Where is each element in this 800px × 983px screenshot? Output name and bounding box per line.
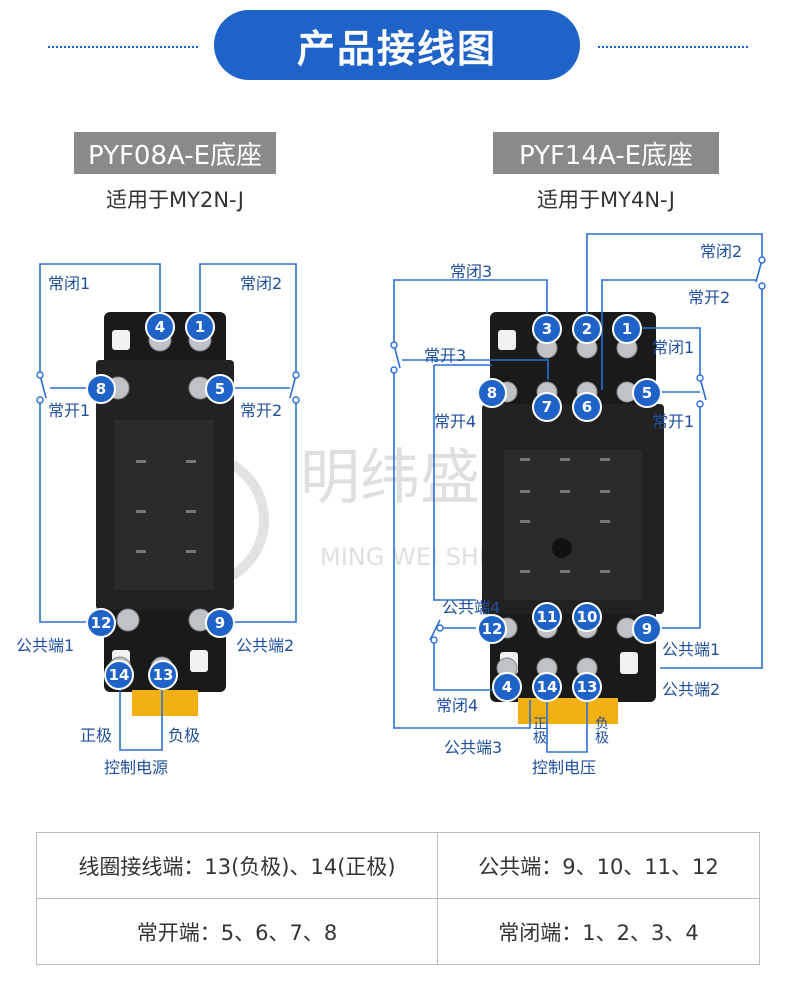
right-terminal-4: 4 — [492, 672, 522, 702]
terminal-summary-table: 线圈接线端：13(负极)、14(正极) 公共端：9、10、11、12 常开端：5… — [36, 832, 760, 965]
left-relay-base — [96, 312, 234, 716]
left-label-positive: 正极 — [80, 726, 113, 745]
right-terminal-6: 6 — [572, 392, 602, 422]
right-label-com3: 公共端3 — [444, 738, 503, 757]
right-terminal-14: 14 — [532, 672, 562, 702]
right-wires — [393, 233, 763, 753]
right-model-tag: PYF14A-E底座 — [493, 132, 719, 174]
left-terminal-4: 4 — [145, 312, 175, 342]
right-label-negative: 负极 — [593, 716, 609, 744]
left-label-power: 控制电源 — [104, 758, 169, 777]
header-divider-left — [48, 46, 198, 48]
table-cell-coil: 线圈接线端：13(负极)、14(正极) — [36, 832, 438, 899]
right-label-no2: 常开2 — [688, 288, 731, 307]
right-terminal-9: 9 — [632, 614, 662, 644]
right-label-positive: 正极 — [531, 716, 547, 744]
left-terminal-5: 5 — [205, 374, 235, 404]
right-label-no1: 常开1 — [652, 412, 695, 431]
left-label-no1: 常开1 — [48, 401, 91, 420]
right-label-nc3: 常闭3 — [450, 262, 493, 281]
right-terminal-1: 1 — [612, 314, 642, 344]
left-terminal-8: 8 — [86, 374, 116, 404]
right-label-com1: 公共端1 — [662, 640, 721, 659]
right-terminal-7: 7 — [532, 392, 562, 422]
table-row: 线圈接线端：13(负极)、14(正极) 公共端：9、10、11、12 — [36, 832, 760, 899]
left-wires — [39, 263, 297, 751]
header-divider-right — [598, 46, 748, 48]
right-label-nc4: 常闭4 — [436, 696, 479, 715]
right-model-fits: 适用于MY4N-J — [537, 188, 675, 212]
right-label-no3: 常开3 — [424, 346, 467, 365]
right-terminal-12: 12 — [477, 614, 507, 644]
left-label-nc2: 常闭2 — [240, 274, 283, 293]
right-relay-base — [482, 312, 664, 724]
left-terminal-1: 1 — [185, 312, 215, 342]
left-model-fits: 适用于MY2N-J — [106, 188, 244, 212]
left-terminal-12: 12 — [86, 608, 116, 638]
right-label-nc1: 常闭1 — [652, 338, 695, 357]
table-cell-common: 公共端：9、10、11、12 — [437, 832, 760, 899]
right-terminal-8: 8 — [477, 378, 507, 408]
left-terminal-13: 13 — [148, 660, 178, 690]
right-terminal-2: 2 — [572, 314, 602, 344]
left-label-nc1: 常闭1 — [48, 274, 91, 293]
left-label-com1: 公共端1 — [16, 636, 75, 655]
table-row: 常开端：5、6、7、8 常闭端：1、2、3、4 — [36, 898, 760, 965]
left-model-tag: PYF08A-E底座 — [74, 132, 276, 174]
right-terminal-11: 11 — [532, 602, 562, 632]
right-terminal-3: 3 — [532, 314, 562, 344]
left-label-com2: 公共端2 — [236, 636, 295, 655]
left-terminal-9: 9 — [205, 608, 235, 638]
right-label-com2: 公共端2 — [662, 680, 721, 699]
right-terminal-5: 5 — [632, 378, 662, 408]
right-label-nc2: 常闭2 — [700, 242, 743, 261]
right-terminal-13: 13 — [572, 672, 602, 702]
right-terminal-10: 10 — [572, 602, 602, 632]
right-label-com4: 公共端4 — [442, 598, 501, 617]
table-cell-nc: 常闭端：1、2、3、4 — [437, 898, 760, 965]
left-label-no2: 常开2 — [240, 401, 283, 420]
left-label-negative: 负极 — [168, 726, 201, 745]
table-cell-no: 常开端：5、6、7、8 — [36, 898, 438, 965]
page-title: 产品接线图 — [214, 10, 580, 80]
right-label-no4: 常开4 — [434, 412, 477, 431]
left-terminal-14: 14 — [104, 660, 134, 690]
right-label-power: 控制电压 — [532, 758, 597, 777]
